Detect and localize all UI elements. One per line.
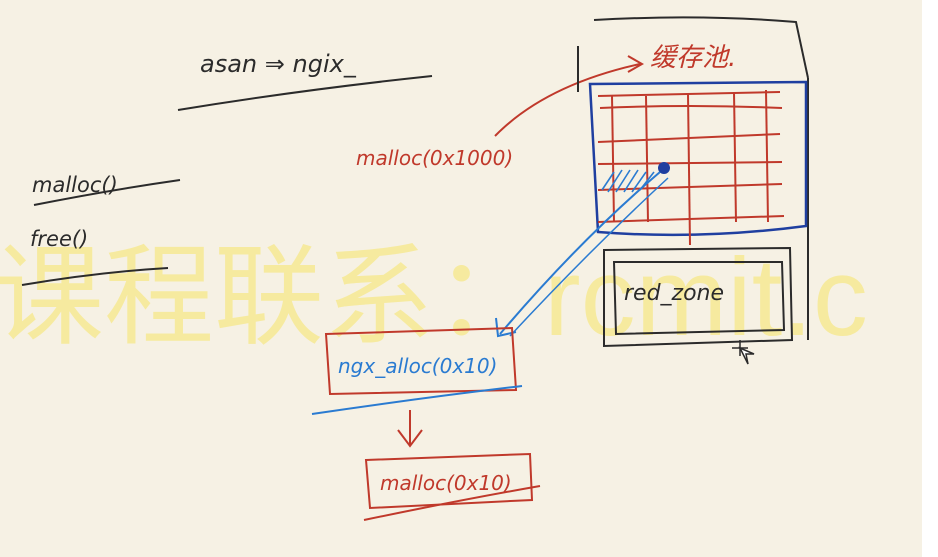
malloc-1000-label: malloc(0x1000): [356, 146, 513, 170]
right-edge-strip: [922, 0, 938, 557]
ngx-alloc-box: [324, 326, 518, 396]
malloc-underline: [33, 179, 181, 206]
free-underline: [21, 267, 169, 286]
pool-chunk-dot: [658, 162, 670, 174]
pool-to-ngx-arrow-2: [509, 177, 669, 337]
pool-blue-box: [588, 80, 808, 237]
malloc-10-underline: [363, 485, 541, 521]
ngx-alloc-underline: [311, 385, 523, 415]
malloc-10-box: [364, 452, 534, 510]
pool-to-ngx-arrow: [499, 171, 661, 335]
malloc-1000-arrow: [494, 63, 641, 137]
malloc-10-label: malloc(0x10): [380, 471, 512, 495]
title-underline: [177, 75, 433, 111]
malloc-1000-arrowhead: [627, 55, 645, 73]
watermark-text: 课程联系：rcmit.c: [0, 236, 868, 359]
pool-to-ngx-arrowhead: [495, 317, 517, 338]
free-note: free(): [30, 227, 88, 251]
move-cursor-icon: [732, 340, 755, 365]
malloc-note: malloc(): [32, 173, 118, 197]
pool-label: 缓存池.: [650, 43, 736, 73]
title-note: asan ⇒ ngix_: [200, 50, 357, 78]
pool-grid: [597, 89, 785, 246]
pool-outer-outline: [577, 16, 809, 340]
down-arrow: [397, 410, 423, 448]
red-zone-label: red_zone: [624, 281, 724, 306]
red-zone-box: [603, 246, 794, 348]
ngx-alloc-label: ngx_alloc(0x10): [338, 354, 497, 378]
